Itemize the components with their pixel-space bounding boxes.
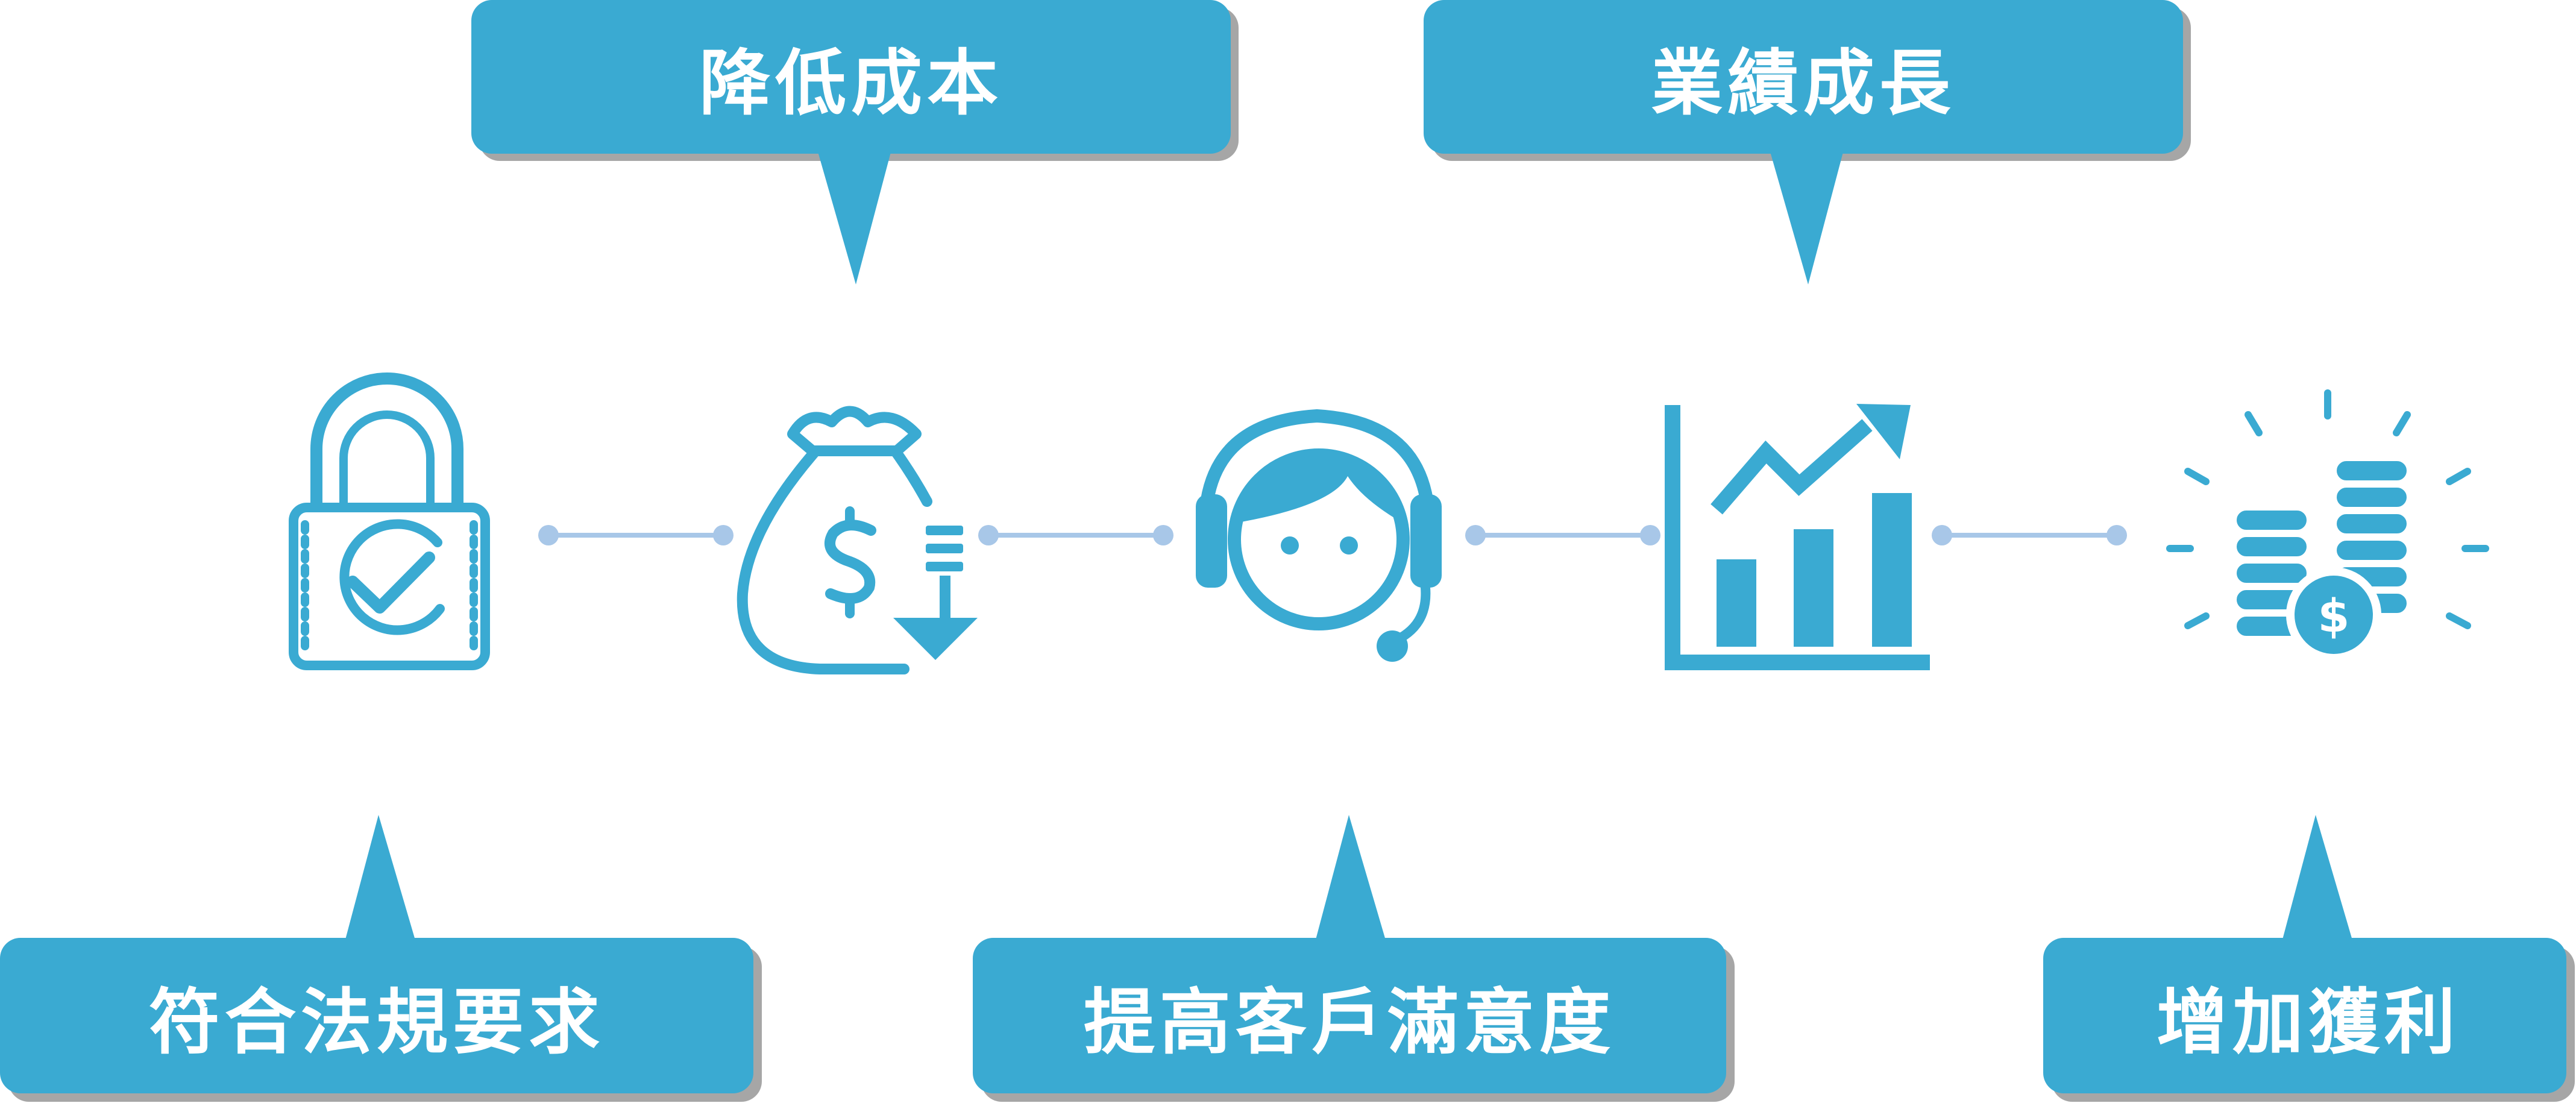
callout-reduce-cost: [471, 0, 1239, 284]
money-bag-down-icon: [737, 406, 932, 674]
coins-stack-icon: $: [2166, 389, 2489, 662]
compliance-label: 符合法規要求: [148, 980, 605, 1064]
connector-1: [538, 525, 734, 545]
connector-2: [978, 525, 1173, 545]
headset-agent-icon: [1196, 409, 1442, 662]
callout-customer-satisfaction: [973, 815, 1735, 1102]
connector-4: [1932, 525, 2127, 545]
callout-compliance: [0, 815, 762, 1102]
down-arrow-icon: [893, 526, 978, 660]
growth-chart-icon: [1665, 404, 1930, 670]
callout-business-growth: [1424, 0, 2191, 284]
coin-dollar-symbol: $: [2318, 589, 2350, 643]
callout-increase-profit: [2043, 815, 2575, 1102]
connector-3: [1465, 525, 1660, 545]
business-growth-label: 業績成長: [1651, 42, 1955, 125]
customer-satisfaction-label: 提高客戶滿意度: [1083, 980, 1615, 1064]
lock-check-icon: [289, 372, 490, 670]
increase-profit-label: 增加獲利: [2156, 980, 2460, 1064]
reduce-cost-label: 降低成本: [699, 42, 1003, 125]
